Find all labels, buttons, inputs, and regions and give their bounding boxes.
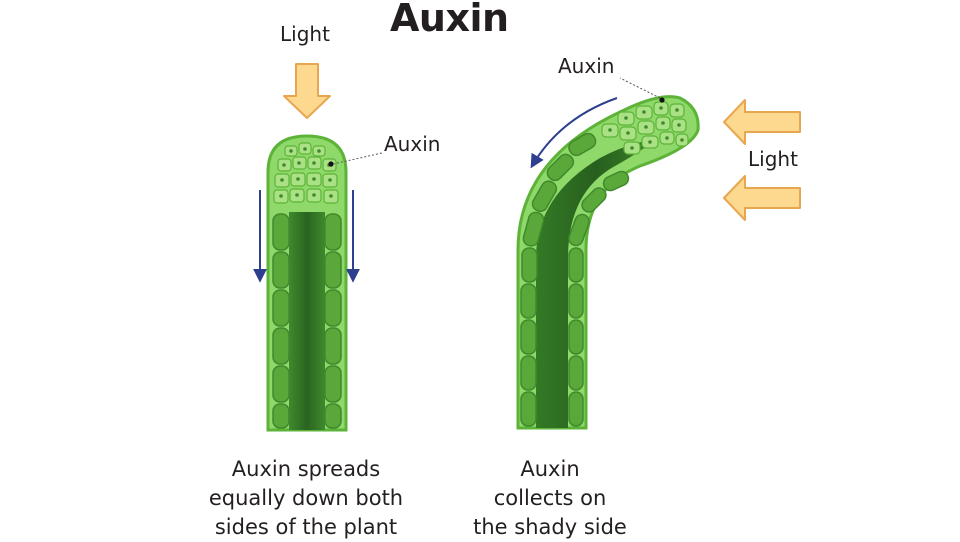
upright-caption-line: equally down both (196, 484, 416, 513)
bending-caption-line: collects on (460, 484, 640, 513)
bending-auxin-dot (659, 97, 664, 102)
upright-left-cells (273, 214, 289, 428)
upright-right-cells (325, 214, 341, 428)
upright-caption-line: Auxin spreads (196, 455, 416, 484)
light-arrow-down-icon (284, 64, 330, 118)
bending-caption-line: the shady side (460, 513, 640, 542)
bending-light-label: Light (748, 147, 798, 171)
upright-shoot-core (289, 212, 325, 430)
upright-light-label: Light (280, 22, 330, 46)
bending-caption-line: Auxin (460, 455, 640, 484)
upright-shoot (268, 136, 346, 430)
light-arrow-left-top-icon (724, 100, 800, 144)
bending-caption: Auxin collects on the shady side (460, 455, 640, 542)
light-arrow-left-bottom-icon (724, 176, 800, 220)
bending-auxin-leader (620, 78, 660, 98)
upright-caption: Auxin spreads equally down both sides of… (196, 455, 416, 542)
upright-auxin-dot (328, 161, 333, 166)
bending-auxin-label: Auxin (558, 54, 614, 78)
upright-caption-line: sides of the plant (196, 513, 416, 542)
upright-auxin-label: Auxin (384, 132, 440, 156)
